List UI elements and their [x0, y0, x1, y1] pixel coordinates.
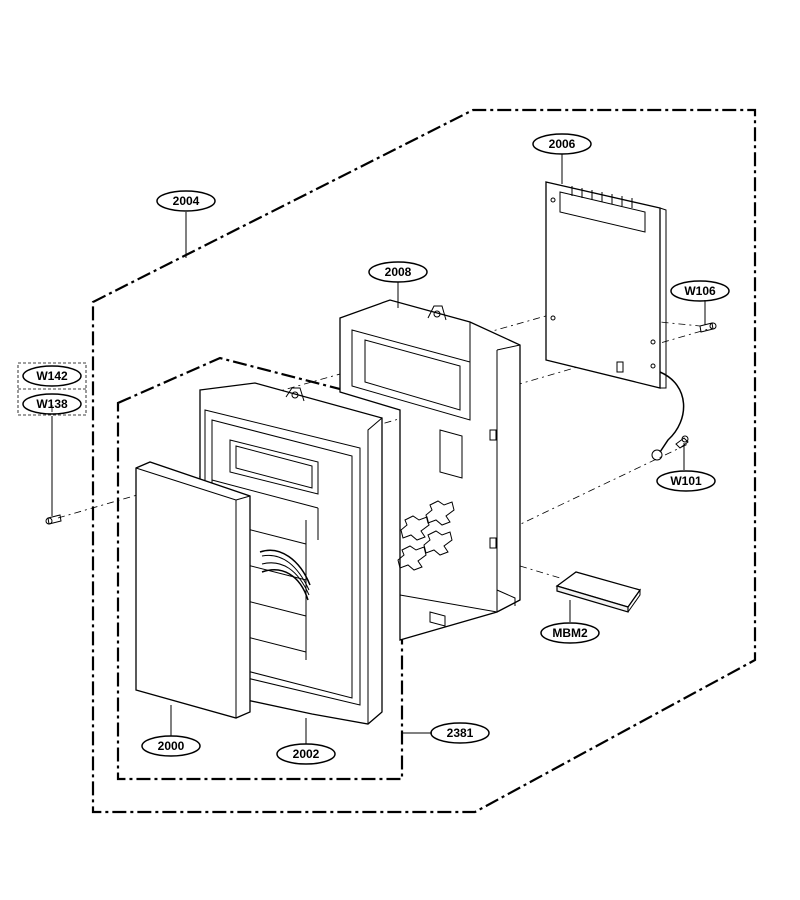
svg-text:2000: 2000 [158, 739, 185, 753]
screw-w101 [675, 435, 689, 449]
front-cover-2000 [135, 461, 251, 719]
svg-text:W106: W106 [684, 284, 716, 298]
label-2002: 2002 [276, 743, 336, 765]
label-mbm2: MBM2 [540, 622, 600, 644]
label-2381: 2381 [430, 722, 490, 744]
svg-text:2006: 2006 [549, 137, 576, 151]
module-mbm2 [555, 571, 642, 613]
svg-text:W138: W138 [36, 397, 68, 411]
label-w101: W101 [656, 470, 716, 492]
label-2004: 2004 [156, 190, 216, 212]
pcb-2006 [545, 181, 685, 461]
svg-text:MBM2: MBM2 [552, 626, 588, 640]
leader-lines [51, 154, 706, 744]
svg-text:2002: 2002 [293, 747, 320, 761]
label-w142: W142 [17, 362, 87, 416]
label-w106: W106 [670, 280, 730, 302]
screw-w106 [699, 322, 717, 333]
screw-w138 [45, 514, 62, 525]
label-w138: W138 [22, 393, 82, 415]
svg-text:W142: W142 [36, 369, 68, 383]
assembly-boundary-2004 [91, 108, 757, 814]
svg-text:2008: 2008 [385, 265, 412, 279]
label-2000: 2000 [141, 735, 201, 757]
label-2008: 2008 [368, 261, 428, 283]
svg-text:W101: W101 [670, 474, 702, 488]
label-2006: 2006 [532, 133, 592, 155]
frame-2008 [339, 299, 521, 641]
svg-text:2004: 2004 [173, 194, 200, 208]
svg-text:2381: 2381 [447, 726, 474, 740]
